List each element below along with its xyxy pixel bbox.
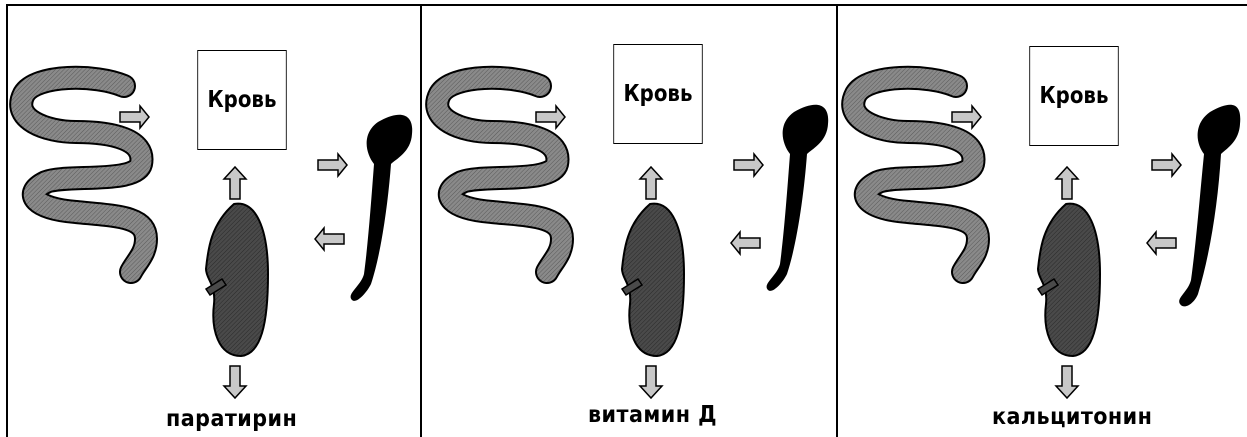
panel-parathyrin: Кровь паратирин [6, 4, 420, 437]
arrow-kidney-excretion-icon [224, 366, 246, 398]
intestine-icon [21, 78, 146, 272]
bone-icon [767, 105, 829, 291]
panel-calcitonin: Кровь кальцитонин [838, 4, 1247, 437]
hormone-label: витамин Д [588, 402, 717, 428]
arrow-intestine-to-blood-icon [536, 106, 565, 128]
intestine-icon [853, 78, 978, 272]
hormone-label: паратирин [166, 406, 297, 432]
blood-box: Кровь [1029, 46, 1118, 146]
bone-icon [351, 115, 413, 301]
blood-label: Кровь [208, 87, 277, 113]
blood-box: Кровь [613, 44, 702, 144]
diagram-frame: Кровь паратирин [6, 4, 1247, 437]
kidney-icon [622, 204, 684, 356]
bone-icon [1179, 105, 1240, 307]
arrow-intestine-to-blood-icon [120, 106, 149, 128]
arrow-kidney-excretion-icon [1056, 366, 1078, 398]
blood-box: Кровь [197, 50, 286, 150]
arrow-blood-to-bone-icon [318, 154, 347, 176]
arrow-blood-to-bone-icon [1152, 154, 1181, 176]
arrow-blood-to-bone-icon [734, 154, 763, 176]
arrow-bone-to-blood-icon [731, 232, 760, 254]
intestine-icon [437, 78, 562, 272]
arrow-kidney-excretion-icon [640, 366, 662, 398]
arrow-bone-to-blood-icon [1147, 232, 1176, 254]
arrow-kidney-to-blood-icon [640, 167, 662, 199]
arrow-bone-to-blood-icon [315, 228, 344, 250]
hormone-label: кальцитонин [992, 404, 1152, 430]
panel-vitamin-d: Кровь витамин Д [422, 4, 836, 437]
arrow-kidney-to-blood-icon [1056, 167, 1078, 199]
kidney-icon [206, 204, 268, 356]
arrow-kidney-to-blood-icon [224, 167, 246, 199]
blood-label: Кровь [1040, 83, 1109, 109]
kidney-icon [1038, 204, 1100, 356]
blood-label: Кровь [624, 81, 693, 107]
arrow-intestine-to-blood-icon [952, 106, 981, 128]
